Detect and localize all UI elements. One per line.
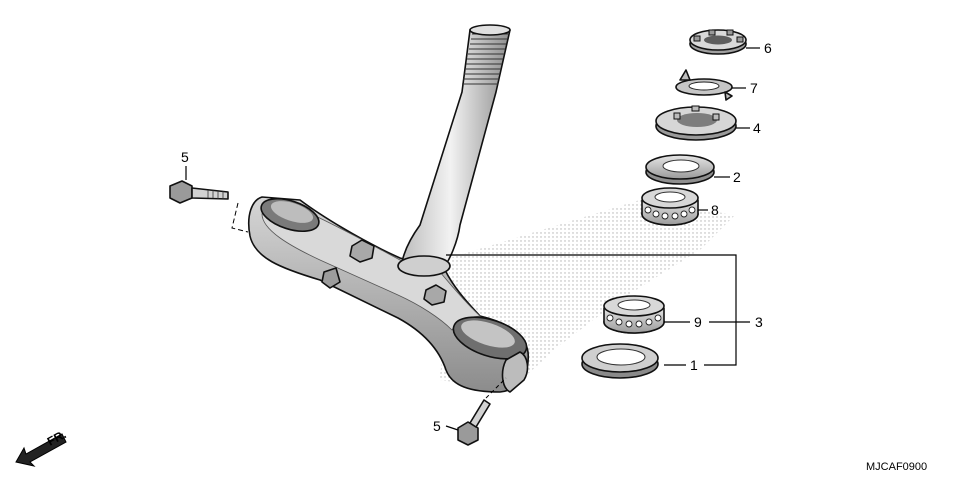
lower-bearing [603, 295, 665, 334]
callout-5-lower: 5 [433, 418, 441, 434]
callout-3: 3 [755, 314, 763, 330]
diagram-code: MJCAF0900 [866, 461, 927, 473]
front-arrow-icon [15, 433, 67, 467]
dust-seal [645, 154, 715, 185]
lock-nut [689, 29, 747, 55]
steering-stem-adjusting-nut [655, 105, 737, 141]
callout-labels: 6 7 4 2 8 9 3 1 5 5 [181, 40, 772, 434]
lower-dust-seal [581, 343, 659, 379]
callout-7: 7 [750, 80, 758, 96]
callout-8: 8 [711, 202, 719, 218]
front-arrow: FR. [15, 427, 68, 467]
bolt-lower [457, 377, 507, 446]
callout-1: 1 [690, 357, 698, 373]
leader-lines [185, 47, 760, 431]
callout-5-upper: 5 [181, 149, 189, 165]
callout-4: 4 [753, 120, 761, 136]
upper-bearing [641, 187, 699, 226]
callout-6: 6 [764, 40, 772, 56]
lock-washer [675, 69, 733, 101]
steering-stem-lower-bracket [231, 196, 529, 393]
bolt-upper [169, 180, 229, 204]
steering-stem-column [397, 24, 511, 277]
callout-2: 2 [733, 169, 741, 185]
callout-9: 9 [694, 314, 702, 330]
